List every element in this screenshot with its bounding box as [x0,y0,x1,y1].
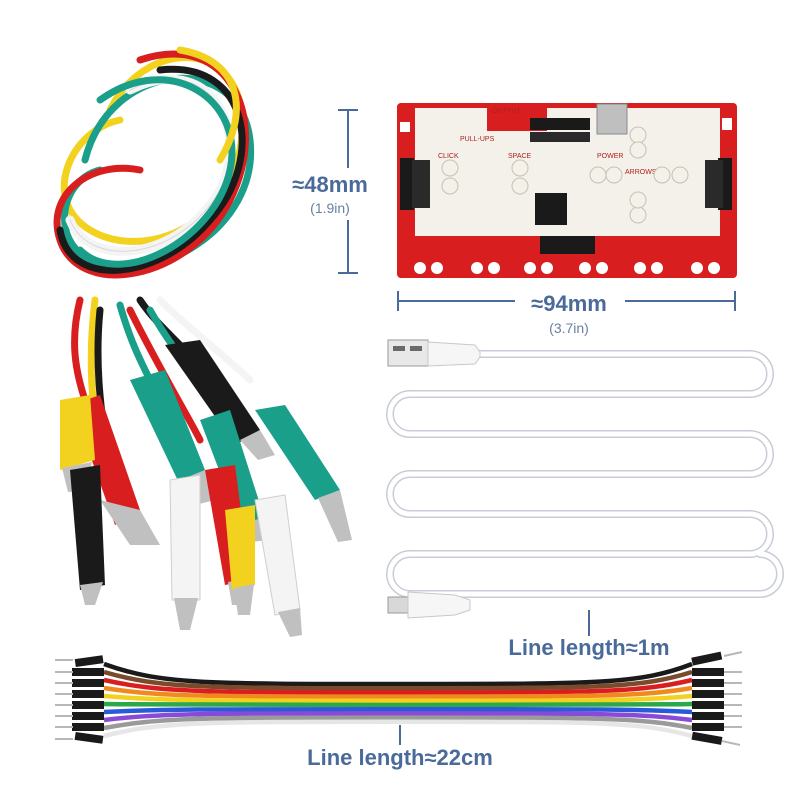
silk-pullups: PULL-UPS [460,136,495,143]
clip-teal-2 [255,405,352,542]
height-dimension: ≈48mm (1.9in) [280,109,370,274]
height-label: ≈48mm [292,172,368,197]
jumper-wire [103,669,693,691]
jumper-wire [103,701,693,708]
silk-output: OUTPUT [492,108,522,115]
silk-power: POWER [597,153,623,160]
silk-space: SPACE [508,153,532,160]
makey-makey-board: OUTPUT CLICK SPACE POWER ARROWS PULL-UPS [397,103,737,278]
dupont-jumper-wires: Line length≈22cm [55,651,743,770]
jumper-wire [103,711,693,723]
jumper-ribbon [103,661,693,739]
clip-white-2 [254,494,302,637]
alligator-clip-cables [53,46,352,637]
usb-line-length-label: Line length≈1m [508,635,669,660]
micro-usb-plug [387,591,471,619]
clip-yellow-2 [225,505,255,615]
jumper-wire [103,677,693,695]
height-sub-label: (1.9in) [310,200,350,216]
width-label: ≈94mm [531,291,607,316]
jumper-line-length-label: Line length≈22cm [307,745,493,770]
clip-white-1 [169,474,201,630]
jumper-wire [103,715,693,731]
jumper-wire [103,706,693,715]
silk-arrows: ARROWS [625,169,657,176]
usb-cable: Line length≈1m [386,339,784,660]
clip-black-2 [165,340,275,460]
clip-black-1 [70,465,105,605]
jumper-wire [103,685,693,699]
usb-a-plug [387,339,481,367]
jumper-wire [103,693,693,704]
jumper-wire [103,719,693,739]
jumper-wire [103,661,693,687]
silk-click: CLICK [438,153,459,160]
width-dimension: ≈94mm (3.7in) [397,288,736,336]
width-sub-label: (3.7in) [549,320,589,336]
